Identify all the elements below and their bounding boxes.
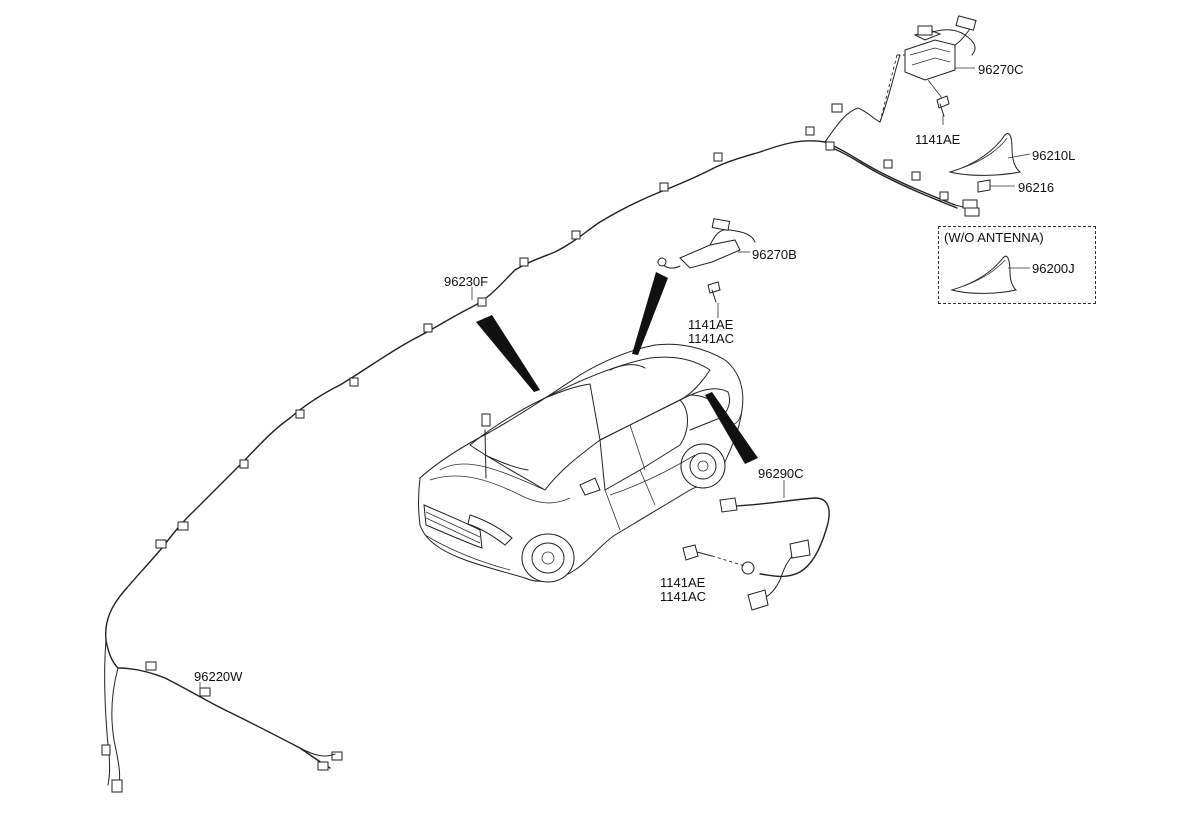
roof-harness-96230F xyxy=(105,54,980,669)
antenna-96210L xyxy=(948,133,1031,193)
label-1141AC-mid: 1141AC xyxy=(688,331,735,346)
label-96210L: 96210L xyxy=(1032,148,1076,163)
label-96290C: 96290C xyxy=(758,466,804,481)
module-96270C xyxy=(879,15,977,125)
label-1141AE-low: 1141AE xyxy=(660,575,706,590)
label-96270C: 96270C xyxy=(978,62,1024,77)
pointer-wedges xyxy=(476,272,758,464)
wo-antenna-box xyxy=(938,226,1096,304)
label-96216: 96216 xyxy=(1018,180,1055,195)
harness-96220W xyxy=(101,639,343,793)
wo-antenna-label: (W/O ANTENNA) xyxy=(944,230,1044,245)
label-1141AE-top: 1141AE xyxy=(915,132,961,147)
label-1141AC-low: 1141AC xyxy=(660,589,707,604)
label-96200J: 96200J xyxy=(1032,261,1075,276)
label-1141AE-mid: 1141AE xyxy=(688,317,734,332)
harness-96290C xyxy=(682,480,830,611)
car-illustration xyxy=(418,343,744,583)
label-96270B: 96270B xyxy=(752,247,797,262)
antenna-96200J xyxy=(950,255,1030,294)
label-96220W: 96220W xyxy=(194,669,243,684)
module-96270B xyxy=(657,218,756,303)
label-96230F: 96230F xyxy=(444,274,489,289)
